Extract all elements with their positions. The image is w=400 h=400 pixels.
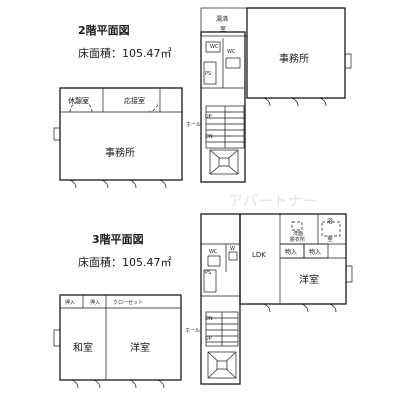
floor2-main-office-label: 事務所 — [105, 146, 135, 159]
floor3-bath-label-bottom: 室 — [327, 235, 333, 243]
floor3-wc-label: WC — [209, 249, 218, 255]
floor3-ps-label: PS — [205, 270, 211, 276]
floor2-hall-label: ホール — [186, 122, 201, 128]
floor2-wc-fixture-b — [225, 57, 241, 69]
floor3-oshiire2-label: 押入 — [90, 299, 100, 306]
floor3-right-windows — [261, 303, 337, 313]
floor3-closet2-label: 物入 — [309, 248, 321, 256]
floor2-main-block-outline — [59, 87, 183, 181]
floor3-bathtub — [321, 221, 341, 237]
floor3-western-right-label: 洋室 — [299, 273, 319, 286]
floor3-japanese-room-label: 和室 — [73, 341, 93, 354]
floor3-title: 3階平面図 — [92, 232, 144, 246]
floor2-stair-treads — [206, 106, 244, 148]
floor3-ps-box — [203, 269, 217, 293]
floor2-restroom-label: 休憩室 — [68, 96, 89, 105]
watermark-text: アパートナー — [228, 192, 318, 210]
floor3-western-left-label: 洋室 — [130, 341, 150, 354]
floor3-oshiire1-label: 押入 — [65, 299, 75, 306]
floor3-wash-label: W — [230, 246, 235, 252]
floor2-windows-bottom — [67, 179, 167, 189]
floor2-kyutoshitsu-box — [200, 7, 248, 37]
floor2-right-side-window — [345, 53, 352, 69]
floor3-wash-fixture — [228, 251, 238, 261]
floor2-elevator-car — [218, 157, 230, 167]
floor3-laundry-label-bottom: 脱衣所 — [290, 236, 305, 243]
floor3-living-block-outline — [239, 213, 347, 305]
floor3-stair-treads — [206, 312, 238, 346]
floor3-stair-up: UP — [205, 336, 212, 342]
floor2-kyutoshitsu-label-top: 湯沸 — [216, 15, 228, 23]
floor2-door-swing-reception — [147, 101, 159, 113]
floor2-reception-label: 応接室 — [124, 96, 145, 105]
floor2-right-office-label: 事務所 — [279, 52, 309, 65]
floor3-elevator-car — [216, 360, 228, 370]
floor3-hall-label: ホール — [185, 328, 200, 334]
floor3-wc-fixture — [207, 255, 221, 267]
floor2-core-outline — [200, 31, 246, 183]
floor3-area: 床面積：105.47㎡ — [78, 255, 172, 269]
floor2-area: 床面積：105.47㎡ — [78, 46, 172, 60]
floor2-ps-box — [203, 61, 217, 85]
floor2-right-windows — [261, 97, 327, 107]
floor3-closet1-label: 物入 — [285, 248, 297, 256]
floor2-wc-label-b: WC — [227, 49, 236, 55]
floor2-stair-up: UP — [205, 114, 212, 120]
floor2-stair-dn: DN — [205, 134, 213, 140]
floor2-door-swing-restroom — [69, 101, 81, 113]
floor2-kyutoshitsu-label-bottom: 室 — [220, 25, 226, 33]
floor3-bath-label-top: 浴 — [327, 217, 333, 225]
floor3-laundry-label-top: 洗面 — [293, 230, 303, 237]
floor2-side-window — [53, 127, 60, 141]
floor3-left-windows — [69, 379, 165, 389]
floor2-door-swing-restroom-2 — [81, 101, 93, 113]
floor3-wic-label: クローゼット — [113, 299, 143, 306]
floor3-core-outline — [200, 213, 241, 385]
floor2-wc-label-a: WC — [210, 44, 219, 50]
floor2-plan: 2階平面図 床面積：105.47㎡ 湯沸 室 事務所 休憩室 応接室 事務所 W… — [53, 7, 352, 189]
floor3-right-side-window — [346, 265, 353, 283]
floor3-bedroom-block-outline — [59, 294, 182, 381]
floor2-ps-label: PS — [205, 71, 211, 77]
floor2-title: 2階平面図 — [78, 23, 130, 37]
floor2-right-office-outline — [246, 7, 346, 99]
floor3-ldk-label: LDK — [252, 251, 266, 259]
floor3-washbasin — [291, 221, 303, 231]
floor3-left-side-window — [53, 329, 60, 347]
floor2-wc-fixture-a — [205, 41, 221, 53]
floor3-plan: 3階平面図 床面積：105.47㎡ WC W LDK 洗面 脱衣所 浴 室 物入… — [53, 213, 353, 389]
floor3-stair-dn: DN — [205, 316, 213, 322]
